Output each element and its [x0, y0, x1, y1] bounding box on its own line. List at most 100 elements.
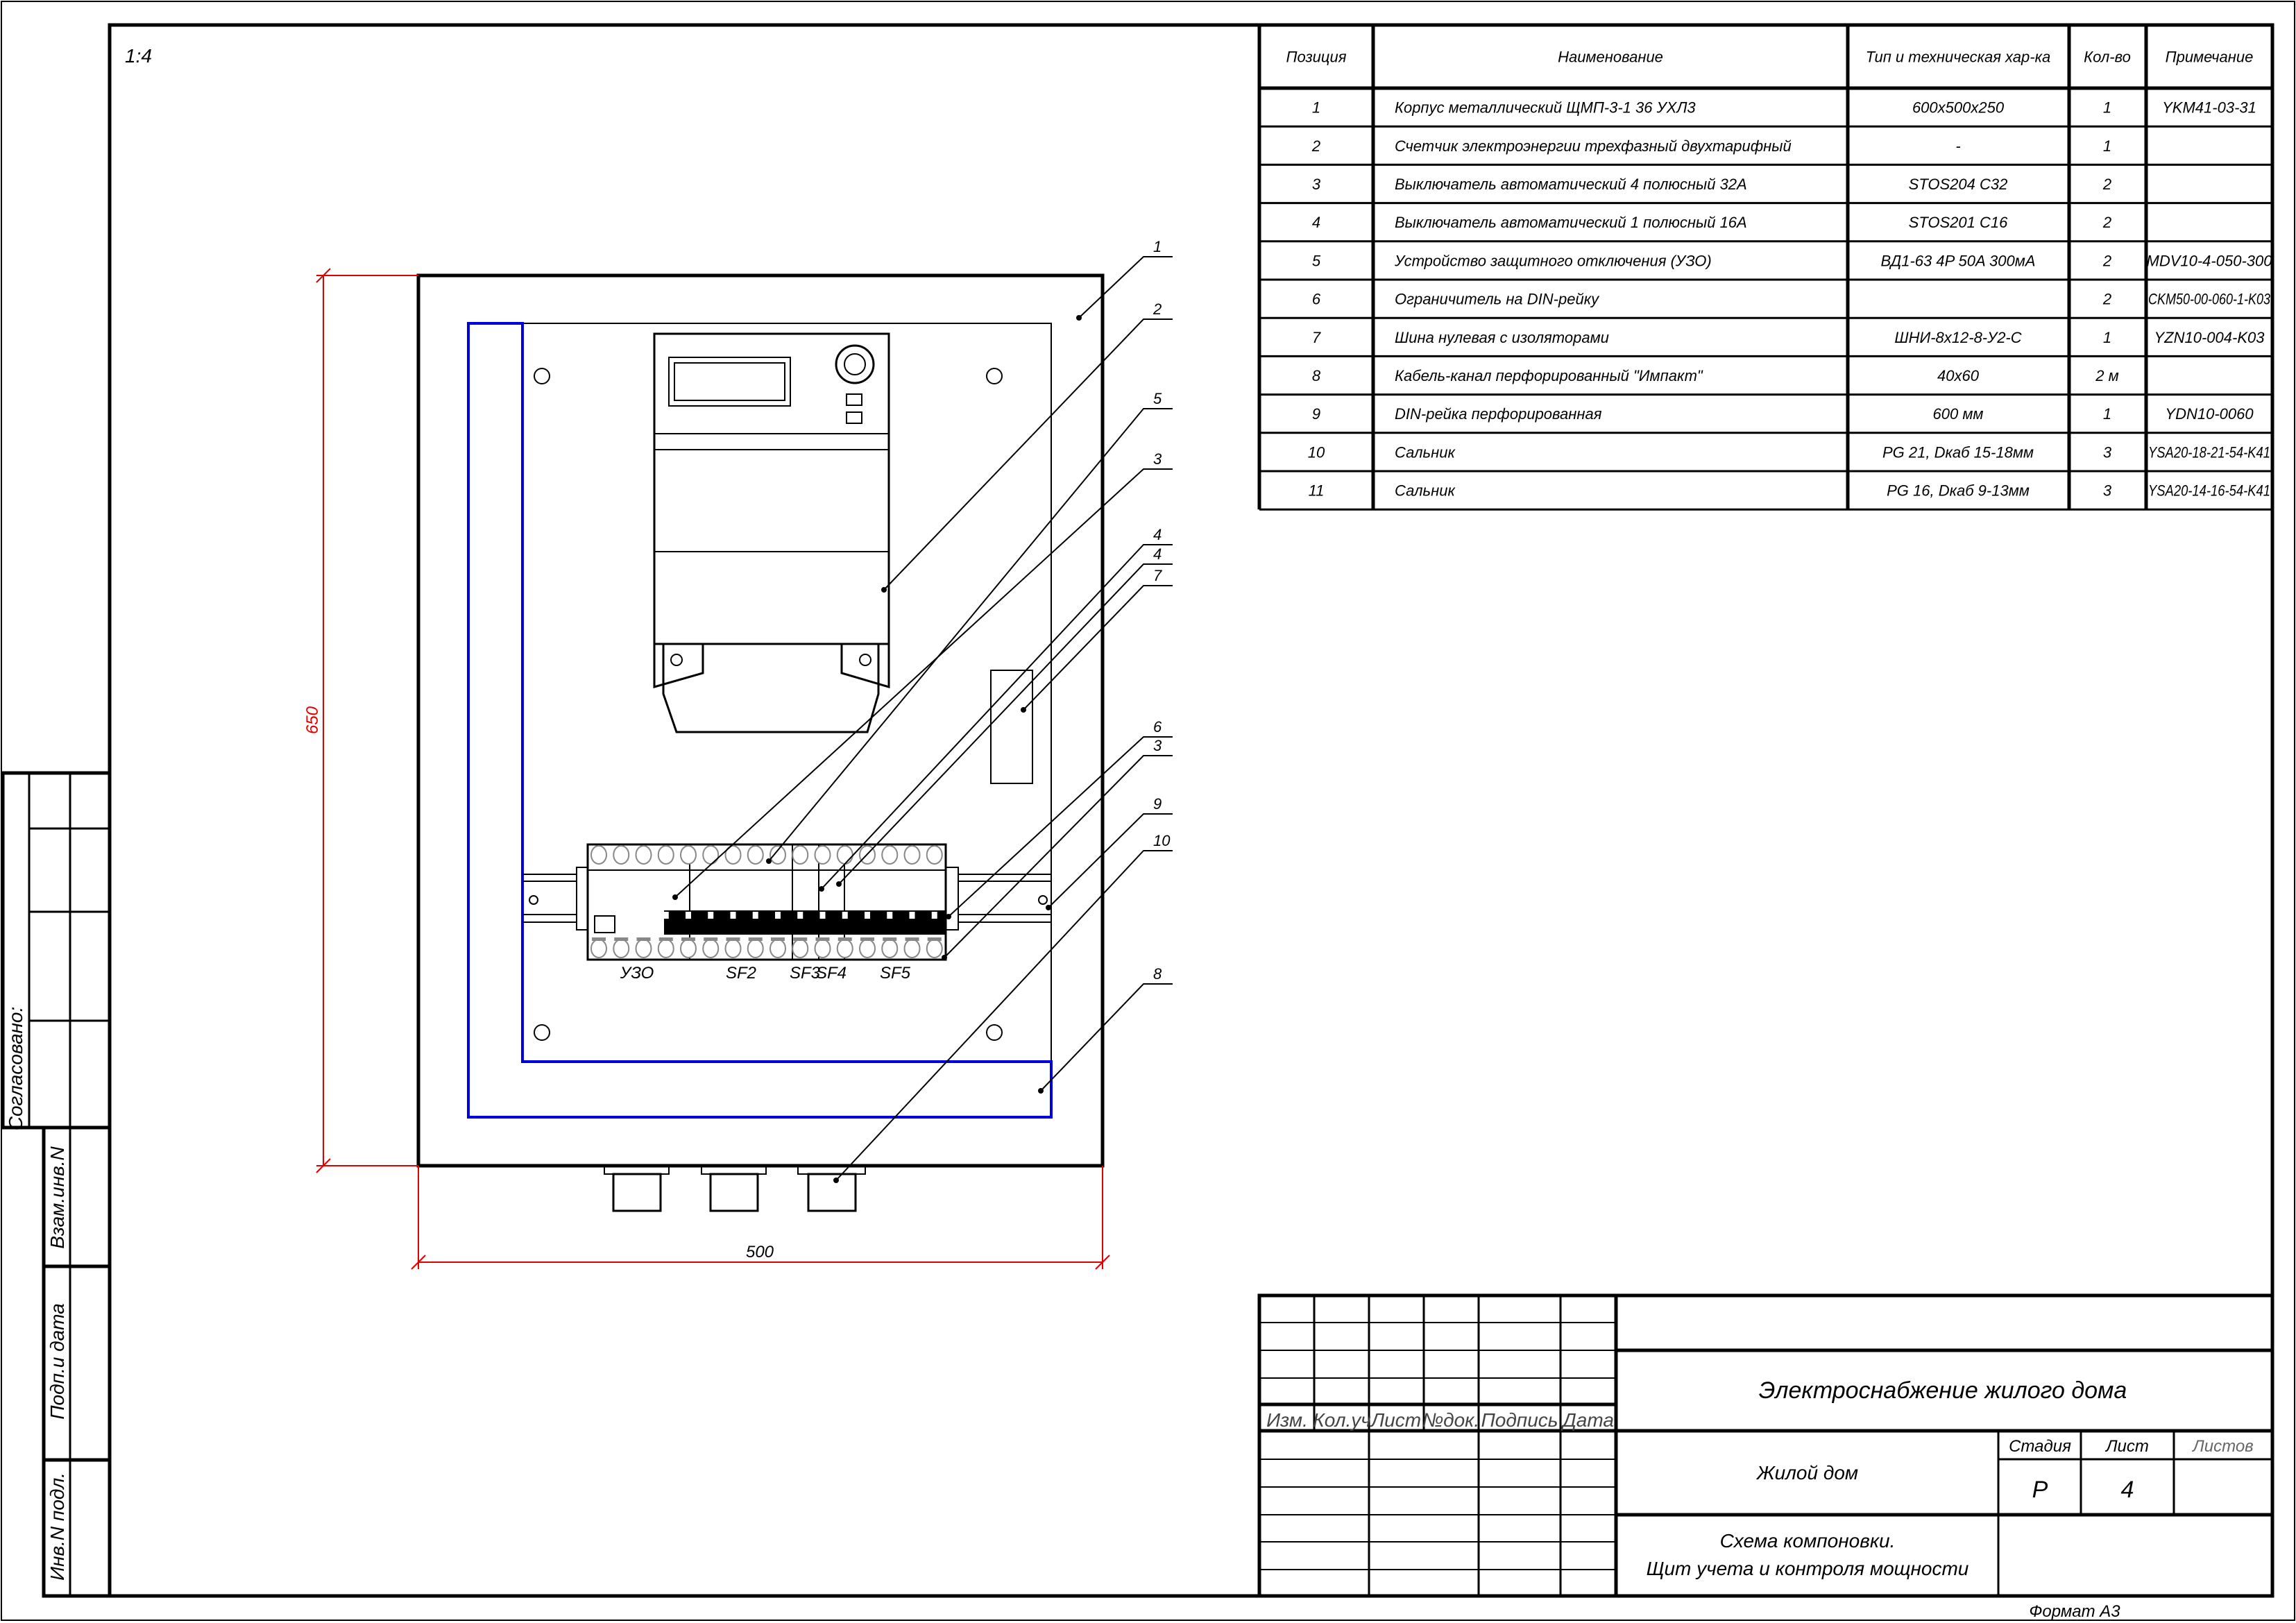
terminal-marker: [592, 937, 606, 941]
approved-label: Согласовано:: [5, 1007, 26, 1131]
terminal-marker: [860, 937, 874, 941]
breaker-handle-slot: [842, 912, 848, 919]
sheets-label: Листов: [2191, 1437, 2253, 1456]
terminal-screw-icon: [792, 845, 809, 865]
breaker-handle-slot: [931, 912, 937, 919]
sheet-label: Лист: [2104, 1437, 2149, 1456]
terminal-marker: [681, 937, 695, 941]
terminal-marker: [793, 937, 808, 941]
callout-leader-line: [835, 850, 1173, 1181]
rev-header-sign: Подпись: [1481, 1409, 1558, 1431]
mounting-plate: [468, 323, 1052, 1118]
table-header-cell: Примечание: [2166, 49, 2254, 66]
terminal-marker: [614, 937, 629, 941]
terminal-marker: [927, 937, 942, 941]
table-cell: Корпус металлический ЩМП-3-1 36 УХЛ3: [1395, 99, 1696, 117]
callout-leader-line: [1040, 983, 1173, 1091]
breaker-handle-slot: [686, 912, 691, 919]
terminal-screw-icon: [792, 939, 809, 958]
table-cell: Сальник: [1395, 443, 1456, 461]
terminal-screw-icon: [747, 939, 764, 958]
callout-number: 7: [1153, 567, 1162, 584]
table-cell: 9: [1312, 405, 1320, 423]
rev-header-kol-uch: Кол.уч: [1313, 1409, 1371, 1431]
stage-value: Р: [2032, 1477, 2048, 1503]
table-header-cell: Позиция: [1286, 49, 1347, 66]
dimension-height-value: 650: [303, 706, 322, 734]
table-header-cell: Кол-во: [2084, 49, 2131, 66]
dimension-width-value: 500: [746, 1243, 774, 1261]
breaker-block: [586, 843, 947, 961]
table-cell: Кабель-канал перфорированный "Импакт": [1395, 367, 1703, 384]
table-cell: Выключатель автоматический 4 полюсный 32…: [1395, 176, 1747, 193]
table-header-cell: Тип и техническая хар-ка: [1866, 49, 2050, 66]
terminal-screw-icon: [613, 939, 630, 958]
callout-leader-line: [1078, 256, 1173, 318]
table-cell: 2: [2102, 291, 2111, 308]
table-cell: YZN10-004-K03: [2154, 329, 2265, 346]
table-cell: 3: [2103, 482, 2112, 500]
callout-dot-icon: [766, 858, 772, 864]
terminal-marker: [905, 937, 919, 941]
breaker-handle-slot: [752, 912, 758, 919]
meter-knob-icon: [835, 344, 875, 384]
callout-leader-line: [838, 563, 1173, 885]
table-cell: 6: [1312, 291, 1321, 308]
table-cell: PG 16, Dкаб 9-13мм: [1887, 482, 2030, 500]
callout-number: 9: [1153, 795, 1162, 813]
rev-header-izm: Изм.: [1266, 1409, 1308, 1431]
dimension-height: 650: [303, 268, 418, 1173]
device-label-sf4: SF4: [816, 964, 847, 983]
table-cell: 2: [2102, 214, 2111, 231]
table-cell: 1: [2103, 329, 2111, 346]
table-cell: PG 21, Dкаб 15-18мм: [1882, 443, 2034, 461]
stage-label: Стадия: [2009, 1437, 2071, 1456]
table-cell: STOS204 C32: [1909, 176, 2008, 193]
table-cell: YSA20-18-21-54-K41: [2148, 443, 2270, 461]
callout-dot-icon: [819, 886, 824, 892]
terminal-marker: [726, 937, 740, 941]
table-cell: 1: [2103, 137, 2111, 155]
side-stamp: Согласовано: Взам.инв.N Подп.и дата Инв.…: [1, 771, 110, 1598]
table-header-cell: Наименование: [1558, 49, 1663, 66]
callout-dot-icon: [1021, 707, 1026, 713]
breaker-handle-slot: [663, 912, 669, 919]
table-cell: 2: [1311, 137, 1320, 155]
neutral-bus: [990, 670, 1033, 784]
drawing-frame: [108, 23, 2274, 1598]
table-cell: 8: [1312, 367, 1321, 384]
table-cell: YDN10-0060: [2165, 405, 2254, 423]
terminal-screw-icon: [903, 845, 921, 865]
terminal-marker: [748, 937, 763, 941]
terminal-screw-icon: [635, 939, 652, 958]
terminal-screw-icon: [613, 845, 630, 865]
table-cell: 600x500x250: [1912, 99, 2005, 117]
device-label-rcd: УЗО: [620, 964, 654, 983]
callout-number: 8: [1153, 965, 1162, 983]
table-cell: 1: [1312, 99, 1320, 117]
table-cell: 1: [2103, 405, 2111, 423]
device-label-sf5: SF5: [880, 964, 911, 983]
terminal-marker: [704, 937, 718, 941]
terminal-screw-icon: [836, 845, 853, 865]
din-stopper: [945, 867, 959, 931]
terminal-screw-icon: [680, 845, 697, 865]
breaker-handle-slot: [909, 912, 915, 919]
callout-dot-icon: [881, 587, 887, 593]
table-cell: ШНИ-8x12-8-У2-С: [1894, 329, 2021, 346]
enclosure-body: [416, 273, 1105, 1168]
breaker-handle-slot: [797, 912, 803, 919]
table-cell: 7: [1312, 329, 1321, 346]
dimension-width: 500: [411, 1166, 1110, 1270]
inv-orig-label: Инв.N подл.: [46, 1472, 68, 1581]
terminal-screw-icon: [680, 939, 697, 958]
callout-number: 3: [1153, 450, 1162, 468]
callout-leader-line: [944, 755, 1173, 958]
drawing-title-line1: Схема компоновки.: [1720, 1530, 1896, 1552]
cable-channel: [467, 322, 1053, 1119]
title-block: Изм. Кол.уч Лист №док. Подпись Дата Элек…: [1257, 1293, 2274, 1598]
table-cell: Сальник: [1395, 482, 1456, 500]
terminal-screw-icon: [881, 845, 899, 865]
